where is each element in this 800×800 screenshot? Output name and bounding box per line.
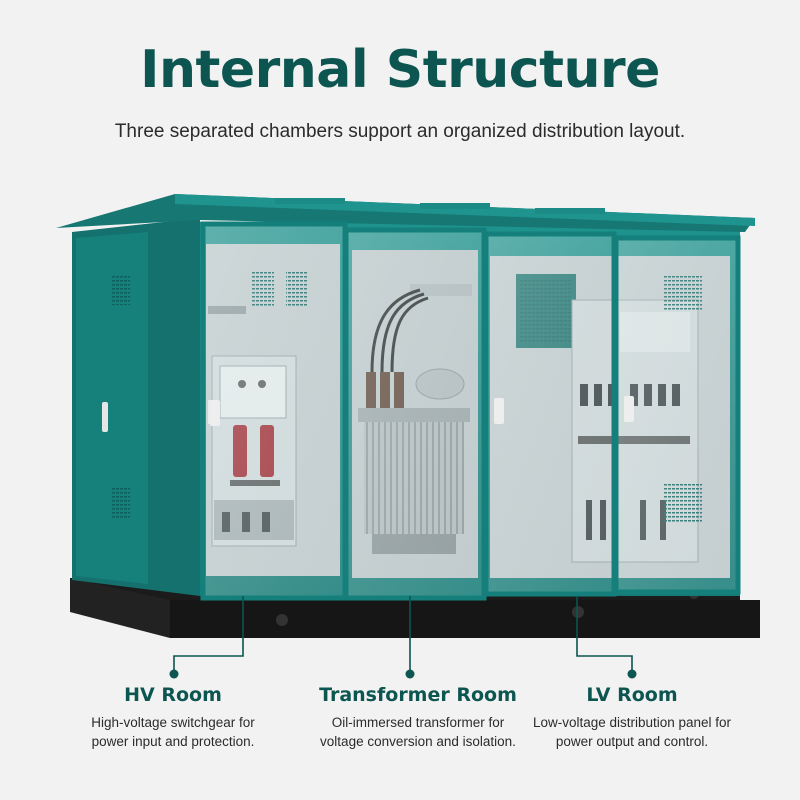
hv-room-door (200, 221, 348, 601)
callout-hv (173, 596, 244, 672)
lv-room-door-left (483, 231, 617, 597)
lv-room-door-right (613, 235, 741, 595)
callout-lines (173, 596, 633, 672)
side-vent-bottom (112, 488, 130, 518)
glass-doors (200, 221, 741, 601)
roof (56, 194, 755, 232)
callout-dot-hv (169, 669, 179, 679)
side-door-handle (102, 402, 108, 432)
page-subtitle: Three separated chambers support an orga… (114, 121, 686, 142)
door-handle-lv (624, 396, 634, 422)
callout-dots (169, 669, 637, 679)
hv-room-description: High-voltage switchgear for power input … (91, 715, 255, 749)
lv-room-title: LV Room (586, 684, 678, 706)
transformer-room-title: Transformer Room (319, 684, 517, 706)
callout-dot-lv (627, 669, 637, 679)
page-title: Internal Structure (140, 40, 660, 100)
side-wall (72, 218, 200, 596)
door-handle-transformer (494, 398, 504, 424)
door-handle-hv (210, 400, 220, 426)
transformer-room-description: Oil-immersed transformer for voltage con… (320, 715, 516, 749)
callout-lv (576, 596, 633, 672)
callout-dot-transformer (405, 669, 415, 679)
transformer-room-door (343, 227, 487, 601)
lv-room-description: Low-voltage distribution panel for power… (532, 715, 732, 749)
hv-room-title: HV Room (124, 684, 222, 706)
side-vent-top (112, 275, 130, 305)
